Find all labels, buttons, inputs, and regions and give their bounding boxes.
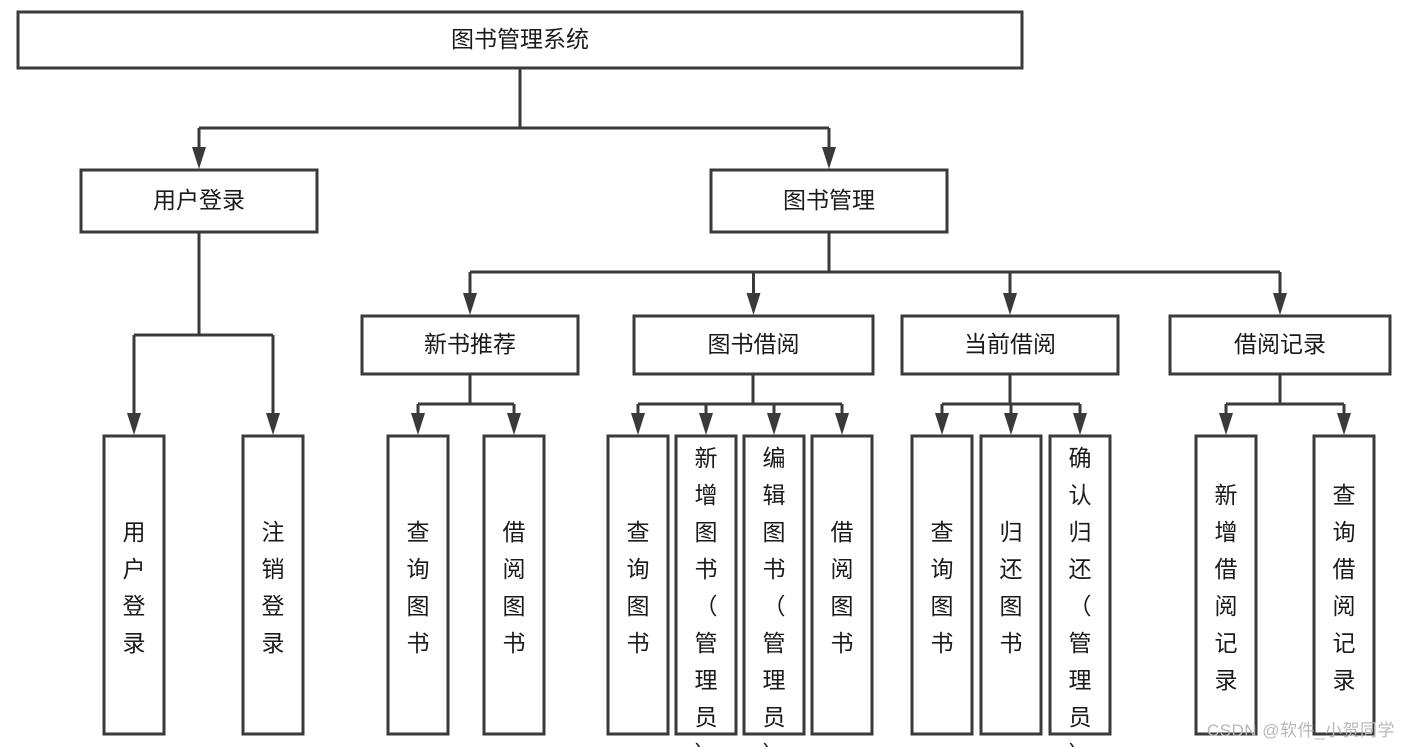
node-label: 图书借阅 bbox=[708, 331, 800, 357]
node-label: 新增借阅记录 bbox=[1215, 482, 1238, 693]
edge-group-n_user_login bbox=[127, 232, 280, 435]
watermark-text: CSDN @软件_小贺同学 bbox=[1206, 721, 1395, 740]
node-label: 新书推荐 bbox=[424, 331, 516, 357]
edge-group-n_record bbox=[1219, 374, 1351, 435]
node-label: 用户登录 bbox=[153, 187, 245, 213]
edge-group-root bbox=[192, 68, 836, 169]
node-label: 借阅记录 bbox=[1234, 331, 1326, 357]
node-label: 查询图书 bbox=[931, 519, 954, 656]
node-n-record[interactable]: 借阅记录 bbox=[1168, 314, 1392, 376]
node-label: 借阅图书 bbox=[831, 519, 854, 656]
node-l-borrow-book-1[interactable]: 借阅图书 bbox=[482, 434, 546, 736]
node-label: 当前借阅 bbox=[964, 331, 1056, 357]
node-label: 编辑图书（管理员） bbox=[763, 445, 786, 747]
node-n-current[interactable]: 当前借阅 bbox=[900, 314, 1120, 376]
node-l-query-book-1[interactable]: 查询图书 bbox=[386, 434, 450, 736]
node-label: 用户登录 bbox=[123, 519, 146, 656]
node-l-add-record[interactable]: 新增借阅记录 bbox=[1194, 434, 1258, 736]
edge-group-n_book_mgmt bbox=[463, 232, 1287, 315]
node-label: 确认归还（管理员） bbox=[1069, 445, 1092, 747]
node-l-query-book-2[interactable]: 查询图书 bbox=[606, 434, 670, 736]
node-label: 查询图书 bbox=[407, 519, 430, 656]
edge-group-n_borrow bbox=[631, 374, 849, 435]
edge-group-n_new_book bbox=[411, 374, 521, 435]
node-label: 借阅图书 bbox=[503, 519, 526, 656]
node-l-borrow-book-2[interactable]: 借阅图书 bbox=[810, 434, 874, 736]
node-label: 查询借阅记录 bbox=[1333, 482, 1356, 693]
node-n-new-book[interactable]: 新书推荐 bbox=[360, 314, 580, 376]
node-layer: 图书管理系统用户登录图书管理新书推荐图书借阅当前借阅借阅记录用户登录注销登录查询… bbox=[16, 10, 1392, 747]
node-l-query-record[interactable]: 查询借阅记录 bbox=[1312, 434, 1376, 736]
node-root[interactable]: 图书管理系统 bbox=[16, 10, 1024, 70]
node-label: 归还图书 bbox=[1000, 519, 1023, 656]
node-l-query-book-3[interactable]: 查询图书 bbox=[910, 434, 974, 736]
node-label: 注销登录 bbox=[262, 519, 285, 656]
node-l-add-book[interactable]: 新增图书（管理员） bbox=[674, 434, 738, 747]
edge-layer bbox=[127, 68, 1351, 435]
node-label: 查询图书 bbox=[627, 519, 650, 656]
node-label: 新增图书（管理员） bbox=[695, 445, 718, 747]
node-l-return-book[interactable]: 归还图书 bbox=[979, 434, 1043, 736]
node-n-user-login[interactable]: 用户登录 bbox=[79, 168, 319, 234]
node-n-borrow[interactable]: 图书借阅 bbox=[632, 314, 875, 376]
node-l-user-logout[interactable]: 注销登录 bbox=[241, 434, 305, 736]
node-n-book-mgmt[interactable]: 图书管理 bbox=[709, 168, 949, 234]
node-l-edit-book[interactable]: 编辑图书（管理员） bbox=[742, 434, 806, 747]
node-l-user-login[interactable]: 用户登录 bbox=[102, 434, 166, 736]
node-label: 图书管理系统 bbox=[451, 26, 589, 52]
node-l-confirm-return[interactable]: 确认归还（管理员） bbox=[1048, 434, 1112, 747]
node-label: 图书管理 bbox=[783, 187, 875, 213]
edge-group-n_current bbox=[935, 374, 1087, 435]
